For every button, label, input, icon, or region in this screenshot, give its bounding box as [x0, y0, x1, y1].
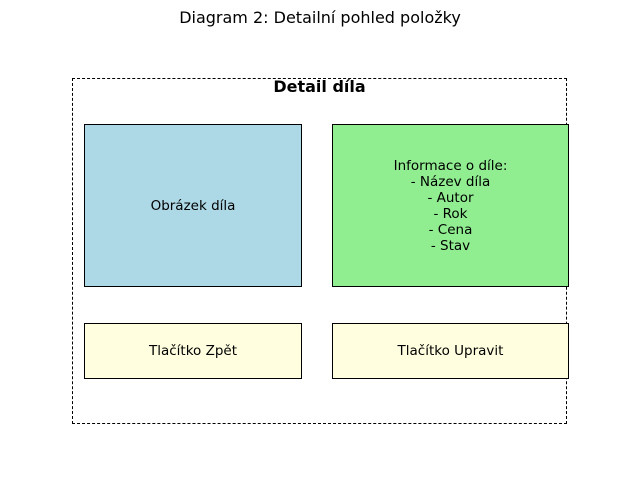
artwork-info-item-price: - Cena: [428, 221, 473, 238]
artwork-image-label: Obrázek díla: [150, 197, 236, 214]
back-button-box: Tlačítko Zpět: [84, 323, 302, 379]
artwork-info-box: Informace o díle: - Název díla - Autor -…: [332, 124, 569, 287]
back-button-label: Tlačítko Zpět: [148, 343, 238, 359]
edit-button-box: Tlačítko Upravit: [332, 323, 569, 379]
artwork-info-item-year: - Rok: [433, 205, 468, 222]
artwork-info-item-status: - Stav: [430, 237, 471, 254]
artwork-info-item-name: - Název díla: [410, 173, 491, 190]
diagram-title: Diagram 2: Detailní pohled položky: [179, 8, 461, 27]
artwork-info-lines: Informace o díle: - Název díla - Autor -…: [394, 158, 508, 254]
edit-button-label: Tlačítko Upravit: [397, 343, 504, 359]
artwork-image-box: Obrázek díla: [84, 124, 302, 287]
detail-frame-title: Detail díla: [273, 77, 366, 96]
artwork-info-heading: Informace o díle:: [393, 157, 508, 174]
artwork-info-item-author: - Autor: [427, 189, 474, 206]
